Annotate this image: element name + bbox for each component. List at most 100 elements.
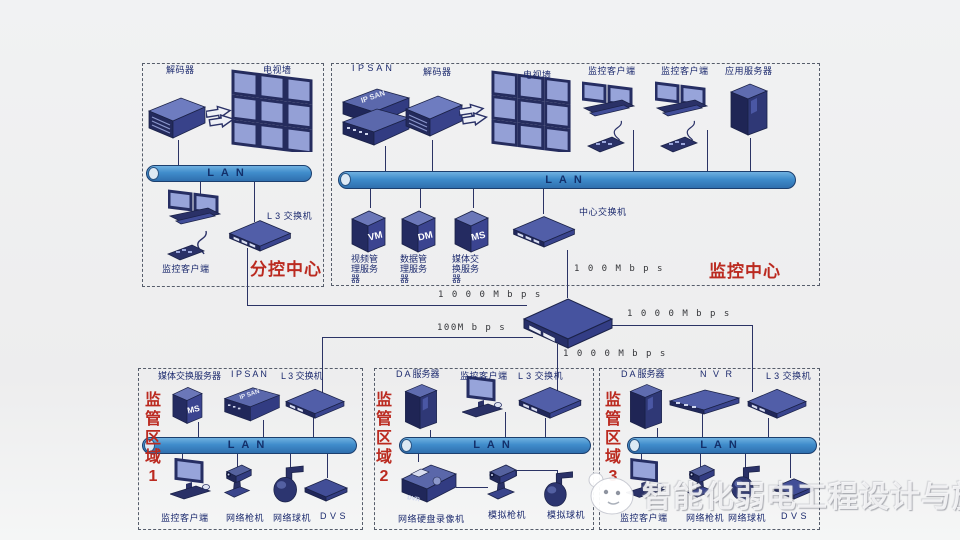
dome-camera xyxy=(544,471,573,507)
svg-text:DVR: DVR xyxy=(407,495,421,503)
lan-label: LAN xyxy=(545,174,589,186)
lan-pipe-center: LAN xyxy=(338,171,796,189)
link-line-core-to-area1 xyxy=(322,337,323,394)
svg-text:MS: MS xyxy=(186,403,201,416)
ms-server-cube: MS xyxy=(454,210,489,253)
center-switch-label: 中心交换机 xyxy=(579,207,627,217)
tvwall-label: 电视墙 xyxy=(263,65,292,75)
link-line xyxy=(290,452,291,469)
link-line xyxy=(418,453,419,462)
svg-text:DM: DM xyxy=(417,230,434,244)
link-line xyxy=(545,418,546,437)
da-server-tower xyxy=(629,384,663,430)
bullet-camera xyxy=(487,464,517,500)
da-server-label: D A 服务器 xyxy=(621,369,665,379)
bullet-cam-label: 网络枪机 xyxy=(686,513,725,523)
link-line xyxy=(178,140,179,165)
network-dvr: DVR xyxy=(401,464,457,504)
dome-cam-label: 网络球机 xyxy=(728,513,767,523)
decoder-device xyxy=(404,95,464,137)
lan-pipe-area2: LAN xyxy=(399,437,591,454)
link-line-core-to-area3 xyxy=(752,325,753,392)
pipe-cap xyxy=(144,439,155,452)
link-line xyxy=(543,187,544,214)
cable xyxy=(613,120,622,141)
monitor-workstation xyxy=(626,458,666,498)
appserver-label: 应用服务器 xyxy=(725,66,773,76)
client-label: 监控客户端 xyxy=(588,66,636,76)
pipe-cap xyxy=(148,167,159,180)
lan-label: LAN xyxy=(473,439,517,451)
dvs-device xyxy=(773,478,815,500)
watermark-logo-icon xyxy=(588,472,634,515)
bullet-camera xyxy=(686,464,716,498)
vm-caption: 视频管理服务器 xyxy=(351,254,379,284)
link-line xyxy=(745,453,746,469)
client-label: 监控客户端 xyxy=(661,66,709,76)
da-server-label: D A 服务器 xyxy=(396,369,440,379)
keyboard-controller xyxy=(167,244,205,261)
cable xyxy=(686,120,695,141)
svg-text:VM: VM xyxy=(367,230,383,244)
link-line xyxy=(327,452,328,478)
speed-label: 1 0 0 0 M b p s xyxy=(438,290,542,300)
l3-switch xyxy=(747,388,807,419)
nvr-rack xyxy=(668,389,741,415)
link-line xyxy=(370,187,371,208)
link-line xyxy=(768,418,769,437)
ipsan-label: I P S A N xyxy=(352,63,393,73)
link-line-core-to-center xyxy=(567,250,568,298)
subcontrol-title: 分控中心 xyxy=(250,260,322,279)
ms-server-label: 媒体交换服务器 xyxy=(158,371,222,381)
link-line-core-to-area2 xyxy=(557,344,558,392)
dual-monitor-workstation xyxy=(655,81,709,117)
lan-label: LAN xyxy=(700,439,744,451)
ipsan-storage: IP SAN xyxy=(341,88,411,146)
link-line xyxy=(516,470,517,476)
link-line-bullet-to-dome xyxy=(516,470,557,471)
monitor-workstation xyxy=(170,458,212,500)
da-server-tower xyxy=(404,384,438,430)
l3-switch-label: L 3 交换机 xyxy=(267,211,313,221)
arrow-right-icon xyxy=(459,103,489,127)
link-line xyxy=(702,408,703,437)
dvs-device xyxy=(303,478,349,502)
l3-switch-label: L 3 交换机 xyxy=(281,371,323,381)
dm-caption: 数据管理服务器 xyxy=(400,254,428,284)
link-line xyxy=(313,417,314,437)
tv-wall xyxy=(491,70,571,152)
dm-server-cube: DM xyxy=(401,210,436,253)
l3-switch-label: L 3 交换机 xyxy=(518,371,564,381)
area2-box xyxy=(374,368,594,530)
lan-label: LAN xyxy=(227,439,272,451)
link-line xyxy=(385,146,386,171)
center-switch xyxy=(512,216,576,248)
area3-box xyxy=(599,368,820,530)
decoder-label: 解码器 xyxy=(423,67,452,77)
core-switch xyxy=(522,298,614,349)
monitoring-center-box xyxy=(331,63,820,286)
svg-text:MS: MS xyxy=(470,230,486,244)
watermark-text: 智能化弱电工程设计与施工 xyxy=(642,481,960,514)
application-server-tower xyxy=(729,83,769,136)
vm-server-cube: VM xyxy=(351,210,386,253)
dome-camera xyxy=(731,465,760,501)
lan-pipe-area1: LAN xyxy=(142,437,357,454)
dvs-label: D V S xyxy=(781,511,808,521)
pipe-cap xyxy=(340,173,351,186)
client-label: 监控客户端 xyxy=(620,513,668,523)
link-line xyxy=(707,130,708,171)
nvr-label: 网络硬盘录像机 xyxy=(398,514,465,524)
link-line xyxy=(247,248,248,305)
link-line xyxy=(182,452,183,463)
center-title: 监控中心 xyxy=(709,262,781,281)
link-line xyxy=(505,412,506,437)
decoder-label: 解码器 xyxy=(166,65,195,75)
lan-label: LAN xyxy=(207,167,251,179)
tvwall-label: 电视墙 xyxy=(523,70,552,80)
dome-cam-label: 网络球机 xyxy=(273,513,312,523)
area3-title: 监管区域3 xyxy=(604,392,621,485)
ipsan-storage: IP SAN xyxy=(223,387,281,422)
nvr-label: N V R xyxy=(700,369,735,379)
